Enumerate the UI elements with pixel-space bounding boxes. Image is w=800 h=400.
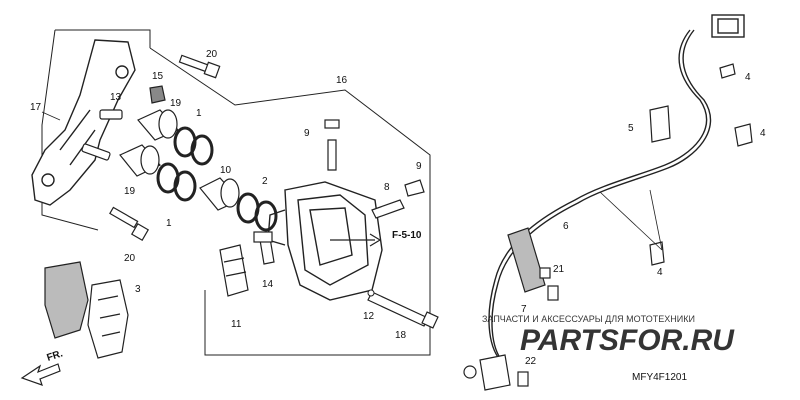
watermark-logo: ЗАПЧАСТИ И АКСЕССУАРЫ ДЛЯ МОТОТЕХНИКИ PA… xyxy=(482,314,735,357)
callout-20-lower: 20 xyxy=(124,253,136,264)
mount-bolt-14 xyxy=(253,231,275,265)
callout-1-upper: 1 xyxy=(196,108,202,119)
callout-9-upper: 9 xyxy=(304,128,310,139)
callout-17: 17 xyxy=(30,102,42,113)
page-ref-arrow xyxy=(330,233,382,247)
callout-6: 6 xyxy=(563,221,569,232)
piston-upper xyxy=(137,109,180,141)
harness-clip-4a xyxy=(719,63,736,79)
callout-4-top: 4 xyxy=(745,72,751,83)
callout-20-upper: 20 xyxy=(206,49,218,60)
abs-sensor-harness xyxy=(488,14,745,363)
page-ref-label: F-5-10 xyxy=(392,230,422,241)
piston-lower xyxy=(119,144,161,177)
callout-5: 5 xyxy=(628,123,634,134)
watermark-logo-text: PARTSFOR.RU xyxy=(520,324,735,357)
callout-11: 11 xyxy=(231,319,242,330)
callout-1-lower: 1 xyxy=(166,218,172,229)
forward-direction-arrow xyxy=(20,363,61,386)
bleeder-screw-side xyxy=(371,179,425,219)
callout-21: 21 xyxy=(553,264,565,275)
callout-19-upper: 19 xyxy=(170,98,182,109)
mounting-bolt-upper xyxy=(178,54,221,79)
callout-12: 12 xyxy=(363,311,375,322)
callout-9-right: 9 xyxy=(416,161,422,172)
callout-7: 7 xyxy=(521,304,527,315)
piston-seals-upper xyxy=(173,126,214,166)
caliper-assembly-outline xyxy=(149,47,431,356)
mounting-bolt-lower xyxy=(109,206,150,242)
callout-3: 3 xyxy=(135,284,141,295)
callout-16: 16 xyxy=(336,75,348,86)
caliper-bracket xyxy=(31,39,136,206)
piston-seals-lower xyxy=(156,162,197,202)
callout-14: 14 xyxy=(262,279,274,290)
harness-stay-5 xyxy=(649,105,671,143)
bracket-pin xyxy=(81,85,166,161)
callout-18: 18 xyxy=(395,330,407,341)
piston-center xyxy=(199,177,241,211)
callout-4-low: 4 xyxy=(657,267,663,278)
sensor-bolt-21 xyxy=(547,285,559,301)
drawing-code: MFY4F1201 xyxy=(632,372,687,383)
sensor-bracket-7 xyxy=(507,227,551,293)
callout-13: 13 xyxy=(110,92,122,103)
forward-label: FR. xyxy=(46,348,65,364)
watermark-tagline: ЗАПЧАСТИ И АКСЕССУАРЫ ДЛЯ МОТОТЕХНИКИ xyxy=(482,314,695,324)
callout-19-lower: 19 xyxy=(124,186,136,197)
brake-pad-set xyxy=(44,261,129,359)
harness-clip-4b xyxy=(734,123,753,147)
seal-12 xyxy=(367,289,375,297)
pad-pin-bolt xyxy=(367,291,439,329)
leader-4c xyxy=(599,189,663,251)
caliper-body xyxy=(267,181,383,301)
callout-15: 15 xyxy=(152,71,164,82)
callout-4-mid: 4 xyxy=(760,128,766,139)
callout-2: 2 xyxy=(262,176,268,187)
callout-8: 8 xyxy=(384,182,390,193)
abs-sensor-head xyxy=(463,354,511,391)
callout-10: 10 xyxy=(220,165,232,176)
bleeder-screw xyxy=(324,119,340,171)
callout-22: 22 xyxy=(525,356,537,367)
pad-spring xyxy=(219,244,249,297)
piston-seals-center xyxy=(236,192,278,232)
sensor-bolt-22 xyxy=(517,371,529,387)
harness-clip-4c xyxy=(649,241,665,266)
